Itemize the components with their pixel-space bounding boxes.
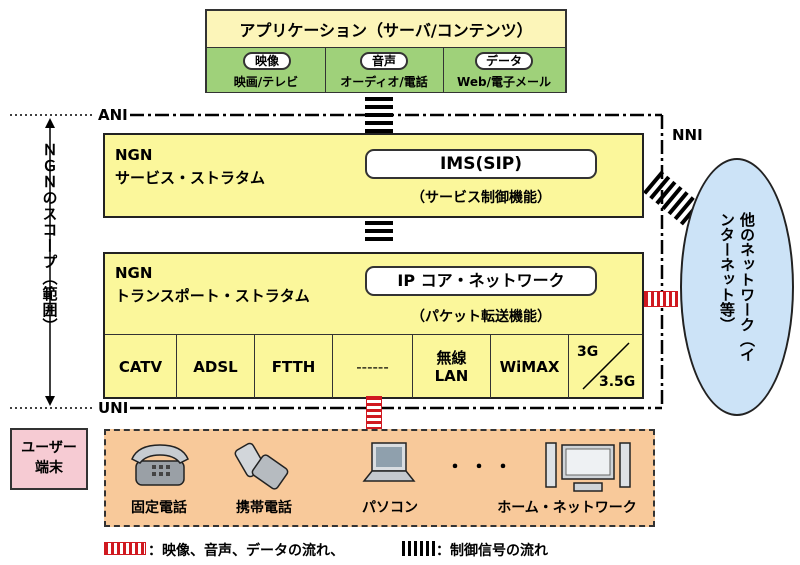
legend-control-symbol: [402, 541, 435, 556]
control-signal-service-transport: [365, 221, 393, 241]
service-stratum-line2: サービス・ストラタム: [115, 169, 266, 187]
user-terminal-label: ユーザー 端末: [21, 440, 77, 476]
ims-sip-pill: IMS(SIP): [365, 149, 597, 179]
application-title: アプリケーション（サーバ/コンテンツ）: [239, 21, 533, 40]
scope-label: ＮＧＮのスコープ（範囲）: [40, 142, 59, 334]
other-network: 他のネットワーク（インターネット等）: [680, 158, 794, 416]
control-signal-nni: [643, 170, 701, 226]
device-home-network: ホーム・ネットワーク: [497, 500, 637, 516]
app-desc-data: Web/電子メール: [457, 75, 551, 89]
application-box: アプリケーション（サーバ/コンテンツ） 映像 映画/テレビ 音声 オーディオ/電…: [205, 9, 567, 93]
media-flow-nni: [644, 291, 678, 307]
mobile-phone-icon: [234, 442, 289, 490]
access-wimax: WiMAX: [491, 335, 569, 398]
app-tag-data: データ: [475, 52, 533, 70]
user-terminal-label-box: ユーザー 端末: [10, 428, 88, 490]
scope-arrow-top: [45, 118, 55, 128]
access-other: ------: [333, 335, 413, 398]
nni-label: NNI: [672, 126, 703, 144]
application-items: 映像 映画/テレビ 音声 オーディオ/電話 データ Web/電子メール: [207, 47, 565, 92]
legend-media-symbol: [104, 542, 146, 555]
service-function: （サービス制御機能）: [411, 190, 551, 206]
access-adsl: ADSL: [177, 335, 255, 398]
transport-stratum-line2: トランスポート・ストラタム: [115, 287, 310, 305]
legend-media-text: ：映像、音声、データの流れ、: [148, 543, 345, 559]
access-wireless-lan: 無線 LAN: [413, 335, 491, 398]
app-desc-audio: オーディオ/電話: [340, 75, 428, 89]
transport-stratum-line1: NGN: [115, 264, 153, 282]
app-tag-audio: 音声: [360, 52, 408, 70]
transport-function: （パケット転送機能）: [411, 309, 551, 325]
access-catv: CATV: [105, 335, 177, 398]
access-3g: 3G 3.5G: [569, 335, 642, 398]
ip-core-pill: IP コア・ネットワーク: [365, 266, 597, 296]
service-stratum: NGN サービス・ストラタム IMS(SIP) （サービス制御機能）: [103, 133, 644, 218]
device-ellipsis: ・・・: [446, 457, 518, 478]
app-item-audio: 音声 オーディオ/電話: [325, 48, 444, 92]
media-flow-uni: [366, 396, 382, 430]
access-row: CATV ADSL FTTH ------ 無線 LAN WiMAX 3G 3.…: [105, 334, 642, 398]
access-ftth: FTTH: [255, 335, 333, 398]
app-item-video: 映像 映画/テレビ: [207, 48, 326, 92]
control-signal-app-service: [365, 97, 393, 133]
ani-label: ANI: [98, 106, 128, 124]
legend-control-text: ：制御信号の流れ: [436, 543, 548, 559]
app-tag-video: 映像: [243, 52, 291, 70]
home-network-icon: [545, 442, 631, 492]
access-3g-label: 3G: [577, 344, 599, 360]
device-fixed-phone: 固定電話: [131, 500, 187, 516]
access-35g-label: 3.5G: [599, 374, 636, 390]
scope-arrow-bottom: [45, 396, 55, 406]
other-network-label: 他のネットワーク（インターネット等）: [718, 212, 756, 362]
transport-stratum: NGN トランスポート・ストラタム IP コア・ネットワーク （パケット転送機能…: [103, 252, 644, 399]
device-pc: パソコン: [362, 500, 418, 516]
fixed-phone-icon: [131, 444, 189, 486]
service-stratum-line1: NGN: [115, 146, 153, 164]
user-devices-box: 固定電話 携帯電話 パソコン ・・・ ホーム・ネットワーク: [104, 429, 655, 527]
device-mobile-phone: 携帯電話: [236, 500, 292, 516]
app-desc-video: 映画/テレビ: [233, 75, 299, 89]
uni-label: UNI: [98, 399, 129, 417]
app-item-data: データ Web/電子メール: [443, 48, 565, 92]
laptop-icon: [362, 442, 416, 482]
access-3g-divider: [582, 342, 630, 390]
